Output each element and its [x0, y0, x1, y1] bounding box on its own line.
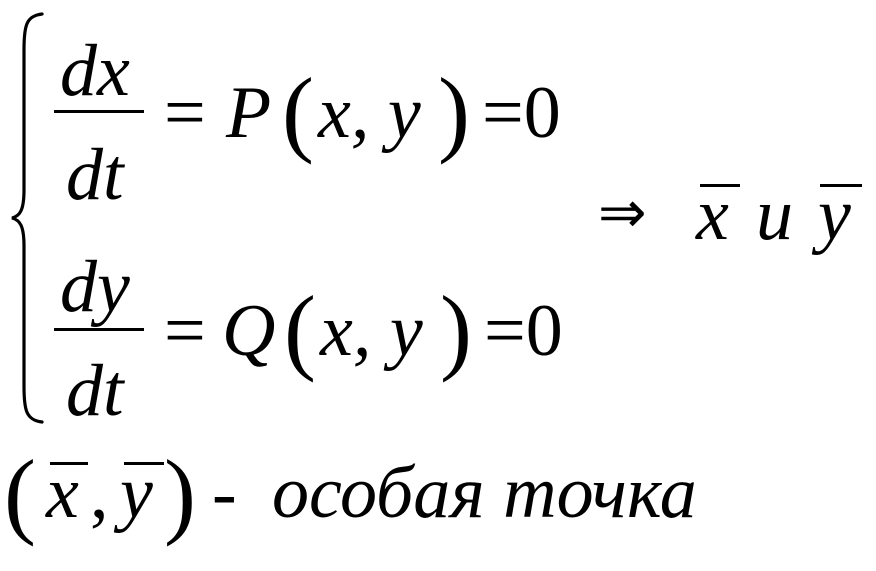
conclusion-x-overline — [50, 462, 88, 465]
eq1-left-paren: ( — [282, 58, 314, 165]
conclusion-right-paren: ) — [164, 440, 196, 547]
eq1-function-name: P — [226, 72, 272, 154]
eq2-arguments: x, y — [320, 290, 423, 372]
y-overline — [820, 184, 862, 187]
eq1-arguments: x, y — [318, 72, 421, 154]
eq2-fraction-bar — [54, 328, 144, 331]
y-bar: y — [818, 174, 851, 256]
left-curly-brace — [11, 12, 44, 424]
eq2-numerator: dy — [60, 246, 130, 328]
conclusion-left-paren: ( — [4, 440, 36, 547]
conclusion-y-bar: y — [120, 452, 153, 534]
singular-point-label: особая точка — [272, 452, 697, 534]
eq1-denominator: dt — [66, 134, 124, 216]
conjunction-and: и — [756, 174, 793, 256]
eq1-right-paren: ) — [438, 58, 470, 165]
eq2-rhs: =0 — [484, 290, 563, 372]
x-bar: x — [696, 174, 729, 256]
eq2-left-paren: ( — [284, 276, 316, 383]
x-overline — [700, 184, 740, 187]
conclusion-x-bar: x — [46, 452, 79, 534]
eq1-rhs: =0 — [482, 72, 561, 154]
eq2-right-paren: ) — [440, 276, 472, 383]
implies-arrow-icon: ⇒ — [598, 180, 647, 245]
conclusion-y-overline — [124, 462, 164, 465]
conclusion-dash: - — [212, 452, 237, 534]
eq1-numerator: dx — [60, 30, 130, 112]
conclusion-comma: , — [90, 452, 109, 534]
eq2-equals: = — [164, 290, 206, 372]
eq1-fraction-bar — [54, 110, 144, 113]
eq2-function-name: Q — [222, 290, 276, 372]
eq1-equals: = — [164, 72, 206, 154]
eq2-denominator: dt — [66, 350, 124, 432]
